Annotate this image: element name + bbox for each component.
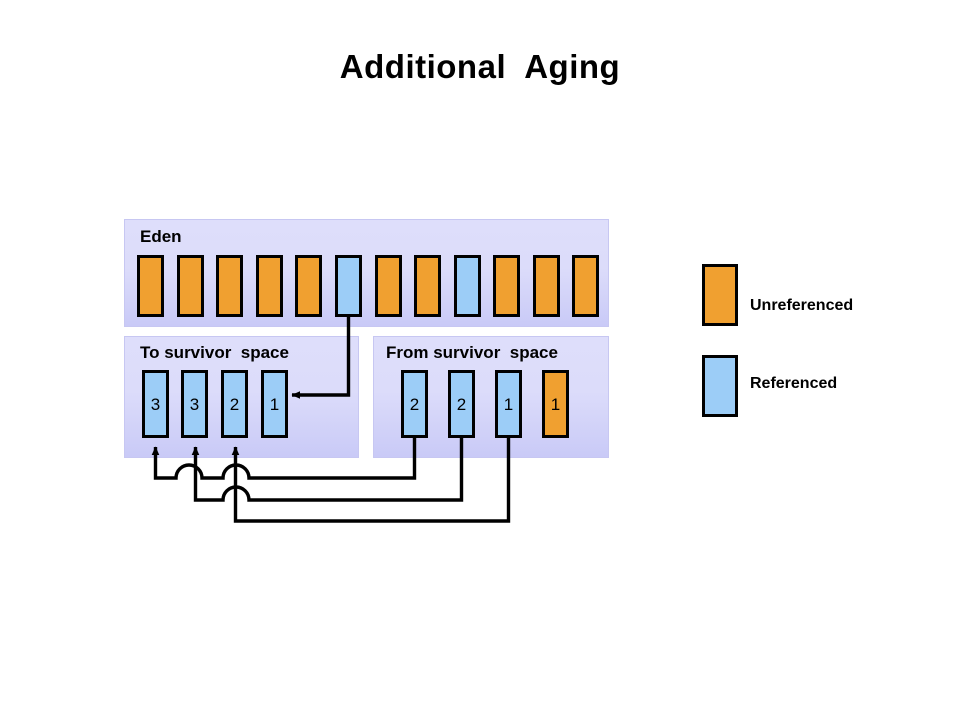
eden-box-8[interactable]	[454, 255, 481, 317]
eden-box-4[interactable]	[295, 255, 322, 317]
to-survivor-box-3[interactable]: 1	[261, 370, 288, 438]
eden-box-7[interactable]	[414, 255, 441, 317]
eden-box-0[interactable]	[137, 255, 164, 317]
eden-box-1[interactable]	[177, 255, 204, 317]
eden-box-10[interactable]	[533, 255, 560, 317]
page-title: Additional Aging	[339, 48, 621, 85]
from-survivor-box-0[interactable]: 2	[401, 370, 428, 438]
legend-unreferenced-swatch	[702, 264, 738, 326]
from-survivor-box-1[interactable]: 2	[448, 370, 475, 438]
legend-referenced-swatch	[702, 355, 738, 417]
from-survivor-box-3[interactable]: 1	[542, 370, 569, 438]
eden-box-11[interactable]	[572, 255, 599, 317]
eden-panel-label: Eden	[140, 227, 182, 246]
legend-referenced-label: Referenced	[750, 375, 838, 392]
eden-box-3[interactable]	[256, 255, 283, 317]
eden-box-5[interactable]	[335, 255, 362, 317]
to-survivor-space-label: To survivor space	[140, 343, 289, 362]
from-survivor-space-label: From survivor space	[386, 343, 558, 362]
eden-box-9[interactable]	[493, 255, 520, 317]
legend-unreferenced-label: Unreferenced	[750, 297, 854, 314]
from-survivor-box-2[interactable]: 1	[495, 370, 522, 438]
to-survivor-box-0[interactable]: 3	[142, 370, 169, 438]
to-survivor-box-1[interactable]: 3	[181, 370, 208, 438]
to-survivor-box-2[interactable]: 2	[221, 370, 248, 438]
eden-box-6[interactable]	[375, 255, 402, 317]
eden-panel	[124, 219, 609, 327]
eden-box-2[interactable]	[216, 255, 243, 317]
